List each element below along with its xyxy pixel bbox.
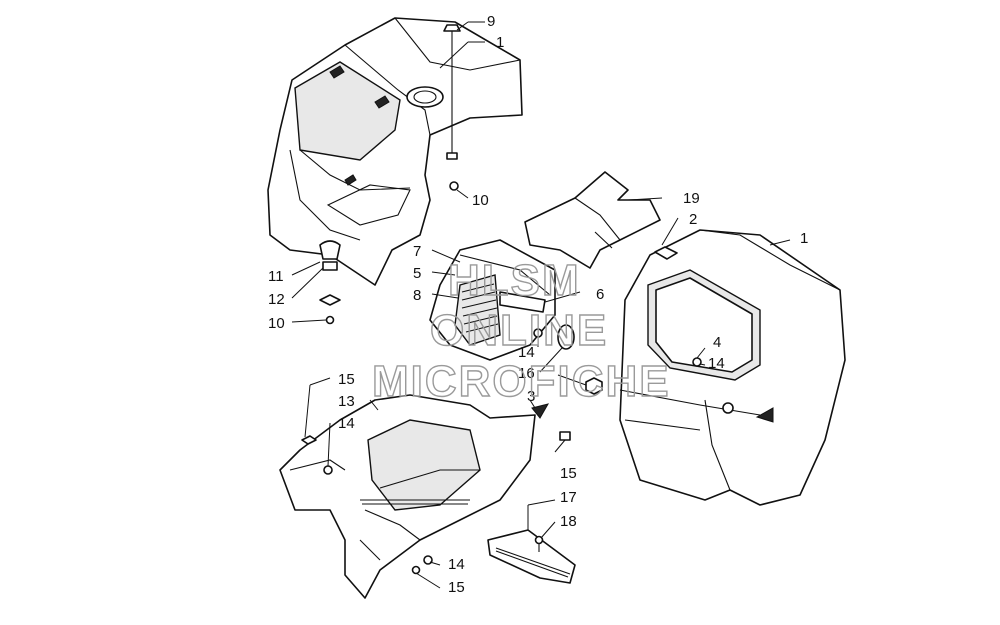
callout-4: 4	[713, 334, 721, 351]
callout-18: 18	[560, 513, 577, 530]
callout-1-front: 1	[496, 34, 504, 51]
callout-16: 16	[518, 365, 535, 382]
callouts: 9 1 10 11 12 10 19 2 1 7 5 8 6 14 16 3 4…	[268, 13, 808, 596]
callout-19: 19	[683, 190, 700, 207]
callout-11: 11	[268, 268, 284, 285]
footrest-plate	[411, 529, 576, 584]
leader-lines	[291, 21, 791, 589]
rear-fender	[585, 229, 846, 506]
callout-15-top: 15	[338, 371, 355, 388]
callout-15-bottom: 15	[448, 579, 465, 596]
callout-2: 2	[689, 211, 697, 228]
callout-12: 12	[268, 291, 285, 308]
callout-15-right: 15	[560, 465, 577, 482]
callout-17: 17	[560, 489, 577, 506]
callout-14-bottom: 14	[448, 556, 465, 573]
callout-8: 8	[413, 287, 421, 304]
seal-19	[524, 171, 661, 269]
callout-5: 5	[413, 265, 421, 282]
callout-10-top: 10	[472, 192, 489, 209]
callout-14-rear: 14	[708, 355, 725, 372]
callout-14-footwell: 14	[338, 415, 355, 432]
callout-6: 6	[596, 286, 604, 303]
center-panel	[429, 239, 575, 361]
watermark-line-1: HLSM	[448, 256, 581, 305]
front-fender	[267, 17, 523, 286]
watermark-line-2: ONLINE	[430, 306, 608, 355]
callout-14-center: 14	[518, 344, 535, 361]
callout-10-left: 10	[268, 315, 285, 332]
callout-1-rear: 1	[800, 230, 808, 247]
callout-7: 7	[413, 243, 421, 260]
fender-hardware	[319, 24, 461, 325]
footwell	[279, 394, 571, 599]
callout-13: 13	[338, 393, 355, 410]
watermark-line-3: MICROFICHE	[372, 357, 671, 406]
watermark: HLSM ONLINE MICROFICHE	[371, 255, 671, 406]
callout-9: 9	[487, 13, 495, 30]
callout-3: 3	[527, 388, 535, 405]
